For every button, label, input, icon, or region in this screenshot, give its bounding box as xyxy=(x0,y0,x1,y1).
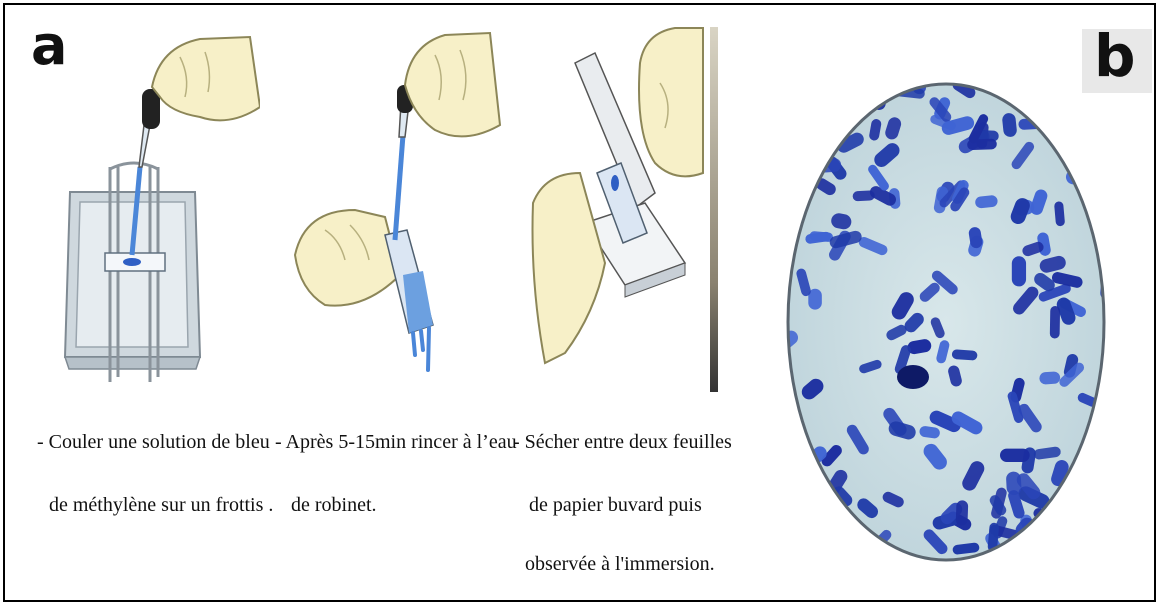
step3-caption-line2: de papier buvard puis xyxy=(529,494,702,516)
stained-cell-cluster xyxy=(897,365,929,389)
bacillus xyxy=(814,77,831,96)
bacillus xyxy=(1032,522,1058,544)
step1-caption-line1: - Couler une solution de bleu xyxy=(37,431,270,453)
bacillus xyxy=(1039,371,1061,385)
smear xyxy=(611,175,619,191)
bacillus xyxy=(781,174,807,188)
hand-icon xyxy=(405,33,500,136)
bacillus xyxy=(1003,77,1019,98)
bacillus xyxy=(1094,122,1111,144)
bacillus xyxy=(1006,471,1022,495)
step1-caption-line2: de méthylène sur un frottis . xyxy=(49,494,273,516)
bacillus xyxy=(1084,179,1105,210)
bacillus xyxy=(818,77,854,89)
bacillus xyxy=(808,125,839,136)
step2-caption-line2: de robinet. xyxy=(291,494,377,516)
step3-caption-line3: observée à l'immersion. xyxy=(525,553,715,575)
hand-icon xyxy=(295,210,400,306)
bacillus xyxy=(824,77,846,85)
hand-icon xyxy=(152,37,260,120)
bacillus xyxy=(1068,102,1092,122)
step3-illustration xyxy=(525,23,705,393)
step1-illustration xyxy=(60,17,260,397)
bacillus xyxy=(818,77,833,100)
bacillus xyxy=(1050,306,1060,339)
panel-divider xyxy=(710,27,718,392)
bacillus xyxy=(1080,111,1104,131)
bacillus xyxy=(1000,449,1030,462)
bacillus xyxy=(1067,77,1098,97)
bacillus xyxy=(785,524,809,550)
step2-caption-line1: - Après 5-15min rincer à l’eau xyxy=(275,431,517,453)
bacillus xyxy=(781,537,800,557)
bacillus xyxy=(781,447,794,478)
bacillus xyxy=(804,106,824,134)
bacillus xyxy=(799,545,822,567)
bacillus xyxy=(1064,524,1084,559)
figure-frame: a b xyxy=(3,3,1156,602)
hand-icon xyxy=(639,28,703,176)
bacillus xyxy=(1086,496,1105,520)
dropper xyxy=(139,125,150,167)
bacillus xyxy=(952,349,978,360)
smear xyxy=(123,258,141,266)
bacillus xyxy=(781,216,795,248)
water-drips xyxy=(413,328,429,370)
bacillus xyxy=(781,488,803,504)
bacillus xyxy=(1012,256,1026,286)
microscope-field xyxy=(781,77,1111,567)
step2-illustration xyxy=(285,25,505,395)
hand-icon xyxy=(533,173,606,363)
bacillus xyxy=(1000,77,1026,92)
bacillus xyxy=(956,500,969,525)
step3-caption-line1: - Sécher entre deux feuilles xyxy=(513,431,732,453)
bacillus xyxy=(852,190,875,201)
bacillus xyxy=(1022,539,1049,564)
bacillus xyxy=(792,159,815,177)
